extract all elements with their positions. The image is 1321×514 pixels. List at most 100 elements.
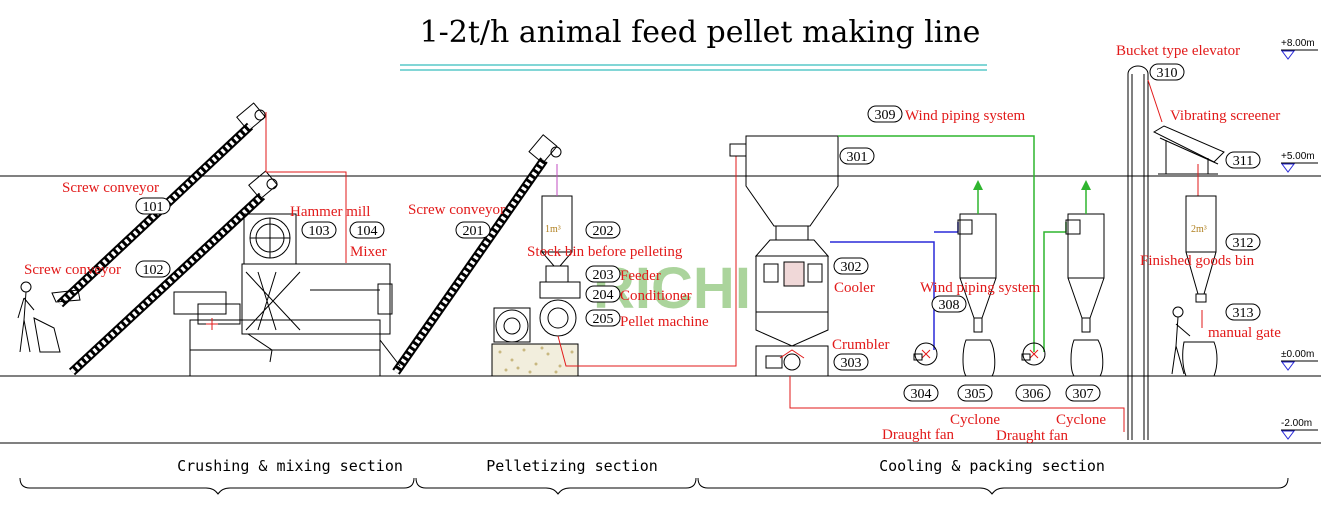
screw-conveyor-102 bbox=[68, 170, 278, 376]
svg-text:204: 204 bbox=[593, 288, 614, 303]
svg-text:-2.00m: -2.00m bbox=[1281, 418, 1312, 429]
number-bubble-312: 312 bbox=[1225, 233, 1261, 251]
label-finished-goods-bin: Finished goods bin bbox=[1140, 253, 1255, 269]
svg-text:306: 306 bbox=[1023, 387, 1044, 402]
number-bubble-205: 205 bbox=[585, 309, 621, 327]
section-label-pelletizing: Pelletizing section bbox=[486, 457, 658, 475]
section-brace-cooling bbox=[697, 477, 1289, 495]
number-bubble-203: 203 bbox=[585, 265, 621, 283]
number-bubble-311: 311 bbox=[1225, 151, 1261, 169]
pellet-machine bbox=[493, 265, 581, 343]
number-bubble-305: 305 bbox=[957, 384, 993, 402]
cyclone-307-exhaust-arrow bbox=[1081, 180, 1091, 214]
elevation-marker-8m: +8.00m bbox=[1281, 38, 1318, 60]
draught-fan-304 bbox=[913, 342, 938, 366]
mixer bbox=[241, 263, 393, 363]
draught-fan-306 bbox=[1021, 342, 1046, 366]
bucket-elevator-310 bbox=[1127, 65, 1149, 440]
label-screw-conveyor-201: Screw conveyor bbox=[408, 202, 505, 218]
svg-text:104: 104 bbox=[357, 224, 378, 239]
pellet-machine-base bbox=[491, 343, 579, 377]
label-wind-piping-308: Wind piping system bbox=[920, 280, 1041, 296]
number-bubble-204: 204 bbox=[585, 285, 621, 303]
number-bubble-104: 104 bbox=[349, 221, 385, 239]
number-bubble-101: 101 bbox=[135, 197, 171, 215]
svg-text:+8.00m: +8.00m bbox=[1281, 38, 1315, 49]
svg-text:309: 309 bbox=[875, 108, 896, 123]
section-brace-pelletizing bbox=[415, 477, 697, 495]
svg-text:201: 201 bbox=[463, 224, 484, 239]
label-wind-piping-309: Wind piping system bbox=[905, 108, 1026, 124]
label-bin-1m3: 1m³ bbox=[545, 224, 561, 235]
number-bubble-307: 307 bbox=[1065, 384, 1101, 402]
number-bubble-303: 303 bbox=[833, 353, 869, 371]
elevation-marker-0m: ±0.00m bbox=[1281, 349, 1318, 371]
elevation-marker-5m: +5.00m bbox=[1281, 151, 1318, 173]
label-crumbler: Crumbler bbox=[832, 337, 890, 353]
number-bubble-102: 102 bbox=[135, 260, 171, 278]
crumbler-red-mark bbox=[779, 349, 805, 359]
svg-text:302: 302 bbox=[841, 260, 862, 275]
wind-pipe-309 bbox=[838, 135, 1035, 352]
pipe-elevator-to-screener bbox=[1147, 79, 1163, 123]
svg-text:311: 311 bbox=[1233, 154, 1253, 169]
richi-logo: RICHI bbox=[593, 256, 751, 321]
label-manual-gate: manual gate bbox=[1208, 325, 1281, 341]
section-brace-crushing bbox=[19, 477, 415, 495]
label-hammer-mill: Hammer mill bbox=[290, 204, 370, 220]
svg-text:301: 301 bbox=[847, 150, 868, 165]
label-screw-conveyor-102: Screw conveyor bbox=[24, 262, 121, 278]
svg-text:101: 101 bbox=[143, 200, 164, 215]
label-stock-bin: Stock bin before pelleting bbox=[527, 244, 683, 260]
svg-text:310: 310 bbox=[1157, 66, 1178, 81]
svg-text:±0.00m: ±0.00m bbox=[1281, 349, 1314, 360]
screw-conveyor-201 bbox=[392, 134, 562, 375]
label-bucket-elevator: Bucket type elevator bbox=[1116, 43, 1240, 59]
cyclone-307 bbox=[1065, 213, 1105, 377]
svg-text:304: 304 bbox=[911, 387, 932, 402]
elevation-marker-minus2m: -2.00m bbox=[1281, 418, 1318, 440]
finished-goods-bin-312 bbox=[1185, 195, 1217, 303]
worker-figure-left bbox=[17, 281, 61, 353]
label-draught-fan-304: Draught fan bbox=[882, 427, 955, 443]
svg-text:308: 308 bbox=[939, 298, 960, 313]
pipe-crumbler-to-elevator bbox=[789, 376, 1125, 432]
diagram-title: 1-2t/h animal feed pellet making line bbox=[420, 15, 981, 50]
worker-figure-right bbox=[1171, 306, 1218, 377]
number-bubble-201: 201 bbox=[455, 221, 491, 239]
svg-text:202: 202 bbox=[593, 224, 614, 239]
screw-conveyor-101 bbox=[51, 102, 266, 308]
svg-text:313: 313 bbox=[1233, 306, 1254, 321]
number-bubble-313: 313 bbox=[1225, 303, 1261, 321]
label-conditioner: Conditioner bbox=[620, 288, 692, 304]
number-bubble-103: 103 bbox=[301, 221, 337, 239]
hammer-mill bbox=[243, 213, 297, 265]
vibrating-screener-311 bbox=[1152, 125, 1225, 175]
top-hopper-301 bbox=[729, 135, 839, 241]
number-bubble-302: 302 bbox=[833, 257, 869, 275]
mixer-discharge bbox=[379, 339, 401, 367]
cyclone-305-exhaust-arrow bbox=[973, 180, 983, 214]
label-bin-2m3: 2m³ bbox=[1191, 224, 1207, 235]
number-bubble-301: 301 bbox=[839, 147, 875, 165]
svg-text:305: 305 bbox=[965, 387, 986, 402]
label-cyclone-307: Cyclone bbox=[1056, 412, 1106, 428]
svg-text:312: 312 bbox=[1233, 236, 1254, 251]
label-cyclone-305: Cyclone bbox=[950, 412, 1000, 428]
label-draught-fan-306: Draught fan bbox=[996, 428, 1069, 444]
wind-pipe-308-a bbox=[830, 241, 935, 350]
label-vibrating-screener: Vibrating screener bbox=[1170, 108, 1280, 124]
section-label-crushing: Crushing & mixing section bbox=[177, 457, 403, 475]
svg-text:103: 103 bbox=[309, 224, 330, 239]
number-bubble-310: 310 bbox=[1149, 63, 1185, 81]
wind-pipe-309-b bbox=[1043, 222, 1067, 352]
mill-red-mark bbox=[206, 318, 218, 330]
svg-text:102: 102 bbox=[143, 263, 164, 278]
label-mixer: Mixer bbox=[350, 244, 387, 260]
label-cooler: Cooler bbox=[834, 280, 875, 296]
svg-text:307: 307 bbox=[1073, 387, 1094, 402]
svg-text:303: 303 bbox=[841, 356, 862, 371]
cooler-302 bbox=[754, 239, 830, 347]
wind-pipe-308-b bbox=[934, 222, 959, 233]
